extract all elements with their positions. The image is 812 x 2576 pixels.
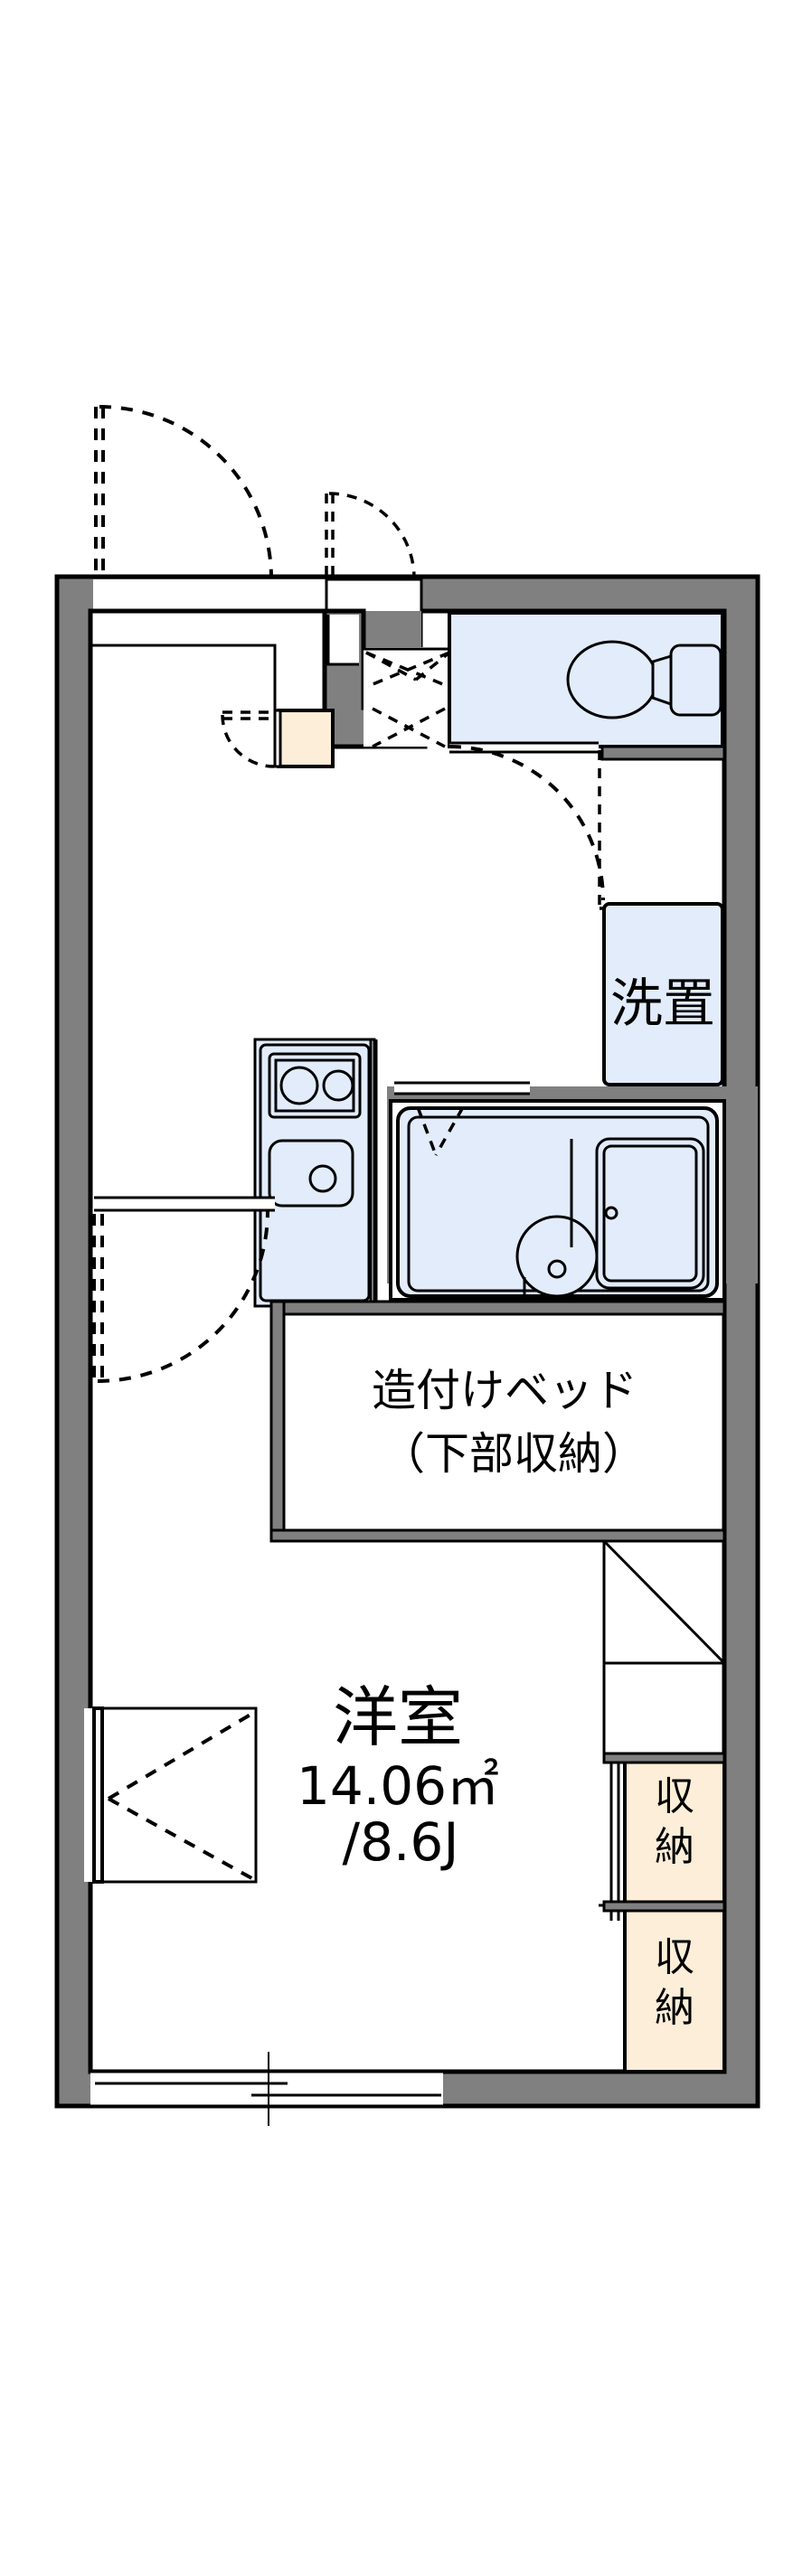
shoe-closet-door-swing[interactable]: [221, 710, 275, 768]
storage-upper-char1: 収: [655, 1773, 694, 1819]
main-room-labels: 洋室 14.06㎡ /8.6J: [297, 1679, 499, 1873]
storage-lower-char1: 収: [655, 1934, 694, 1980]
washer-label: 洗置: [610, 973, 715, 1034]
main-room-area-jo: /8.6J: [343, 1811, 459, 1873]
shoe-closet[interactable]: [273, 709, 335, 768]
entrance-door[interactable]: [94, 405, 273, 579]
entry-folding-door[interactable]: [365, 651, 451, 748]
casement-window[interactable]: [84, 1706, 258, 1884]
toilet-washer-divider: [600, 745, 726, 761]
built-in-bed-area: 造付けベッド （下部収納）: [269, 1300, 726, 1543]
washer-space: 洗置: [598, 750, 724, 1086]
unit-bath: [387, 1086, 758, 1302]
builtin-bed-label-line1: 造付けベッド: [372, 1365, 637, 1416]
toilet-fixture: [566, 640, 722, 719]
bath-door[interactable]: [394, 1081, 530, 1156]
kitchen: [253, 1038, 378, 1308]
storage-upper-text: 納: [655, 1824, 694, 1870]
balcony-sliding-window[interactable]: [90, 2052, 443, 2126]
toilet-door[interactable]: [448, 741, 605, 901]
storage-upper-mask: [633, 1772, 716, 1817]
builtin-bed-label-line2: （下部収納）: [381, 1428, 647, 1480]
storage-lower-char2: 納: [655, 1985, 694, 2031]
entrance-landing: [90, 609, 325, 766]
storage-upper[interactable]: 収納: [599, 1752, 726, 1921]
meter-box-door[interactable]: [325, 492, 416, 579]
storage-lower-mask: [633, 1923, 716, 1969]
storage-upper-char2: 納: [655, 1824, 694, 1870]
main-room-name: 洋室: [333, 1679, 463, 1755]
alcove-diagonal: [602, 1539, 726, 1761]
main-room-area-sqm: 14.06㎡: [297, 1755, 499, 1817]
room-entry-door[interactable]: [92, 1196, 275, 1383]
